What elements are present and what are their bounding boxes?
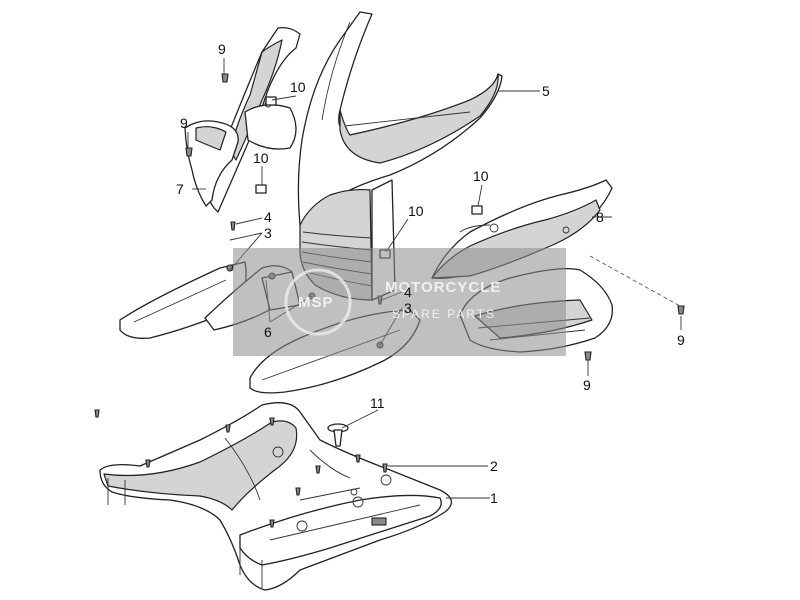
callout-11: 11 [370, 395, 385, 411]
callout-7: 7 [176, 181, 184, 197]
callout-3: 3 [264, 225, 272, 241]
callout-1: 1 [490, 490, 498, 506]
callout-labels: 9 10 5 9 10 7 4 3 10 10 8 6 4 3 9 9 11 2… [176, 41, 685, 506]
watermark-line2: SPARE PARTS [392, 307, 496, 321]
callout-6: 6 [264, 324, 272, 340]
callout-10: 10 [290, 79, 306, 95]
callout-10: 10 [408, 203, 424, 219]
assembly-line [589, 255, 681, 307]
callout-9: 9 [180, 115, 188, 131]
callout-9: 9 [677, 332, 685, 348]
screws [94, 73, 685, 528]
callout-8: 8 [596, 209, 604, 225]
callout-2: 2 [490, 458, 498, 474]
callout-9: 9 [218, 41, 226, 57]
watermark-line1: MOTORCYCLE [385, 279, 501, 296]
callout-9: 9 [583, 377, 591, 393]
watermark-logo-text: MSP [298, 294, 334, 311]
callout-4: 4 [404, 284, 412, 300]
callout-10: 10 [253, 150, 269, 166]
callout-10: 10 [473, 168, 489, 184]
part-11-rivet [327, 423, 349, 447]
part-1-footboard [99, 402, 452, 591]
callout-3: 3 [404, 300, 412, 316]
callout-4: 4 [264, 209, 272, 225]
part-7-left-side-cover [184, 26, 301, 213]
callout-5: 5 [542, 83, 550, 99]
watermark: MSP MOTORCYCLE SPARE PARTS [233, 248, 566, 356]
